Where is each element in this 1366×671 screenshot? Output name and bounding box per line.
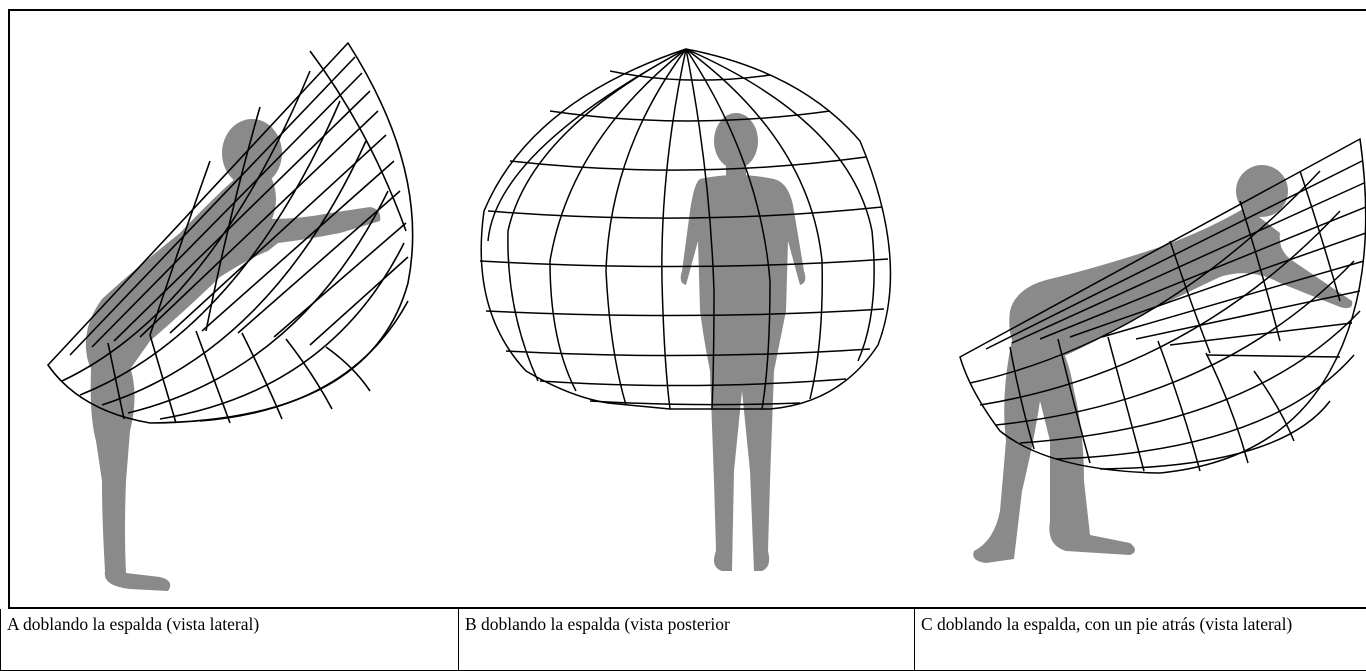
silhouette-b <box>680 113 806 571</box>
caption-b: B doblando la espalda (vista posterior <box>459 609 915 671</box>
reach-globe-b <box>479 48 892 410</box>
reach-grid-a <box>46 41 414 424</box>
figure-cell <box>8 9 1366 609</box>
caption-row: A doblando la espalda (vista lateral) B … <box>0 609 1366 671</box>
reach-grid-c <box>959 137 1366 474</box>
panel-b <box>479 48 892 571</box>
caption-a: A doblando la espalda (vista lateral) <box>0 609 459 671</box>
panel-a <box>46 41 414 591</box>
reach-envelope-illustration <box>46 41 1366 591</box>
caption-c: C doblando la espalda, con un pie atrás … <box>915 609 1366 671</box>
panel-c <box>959 137 1366 563</box>
